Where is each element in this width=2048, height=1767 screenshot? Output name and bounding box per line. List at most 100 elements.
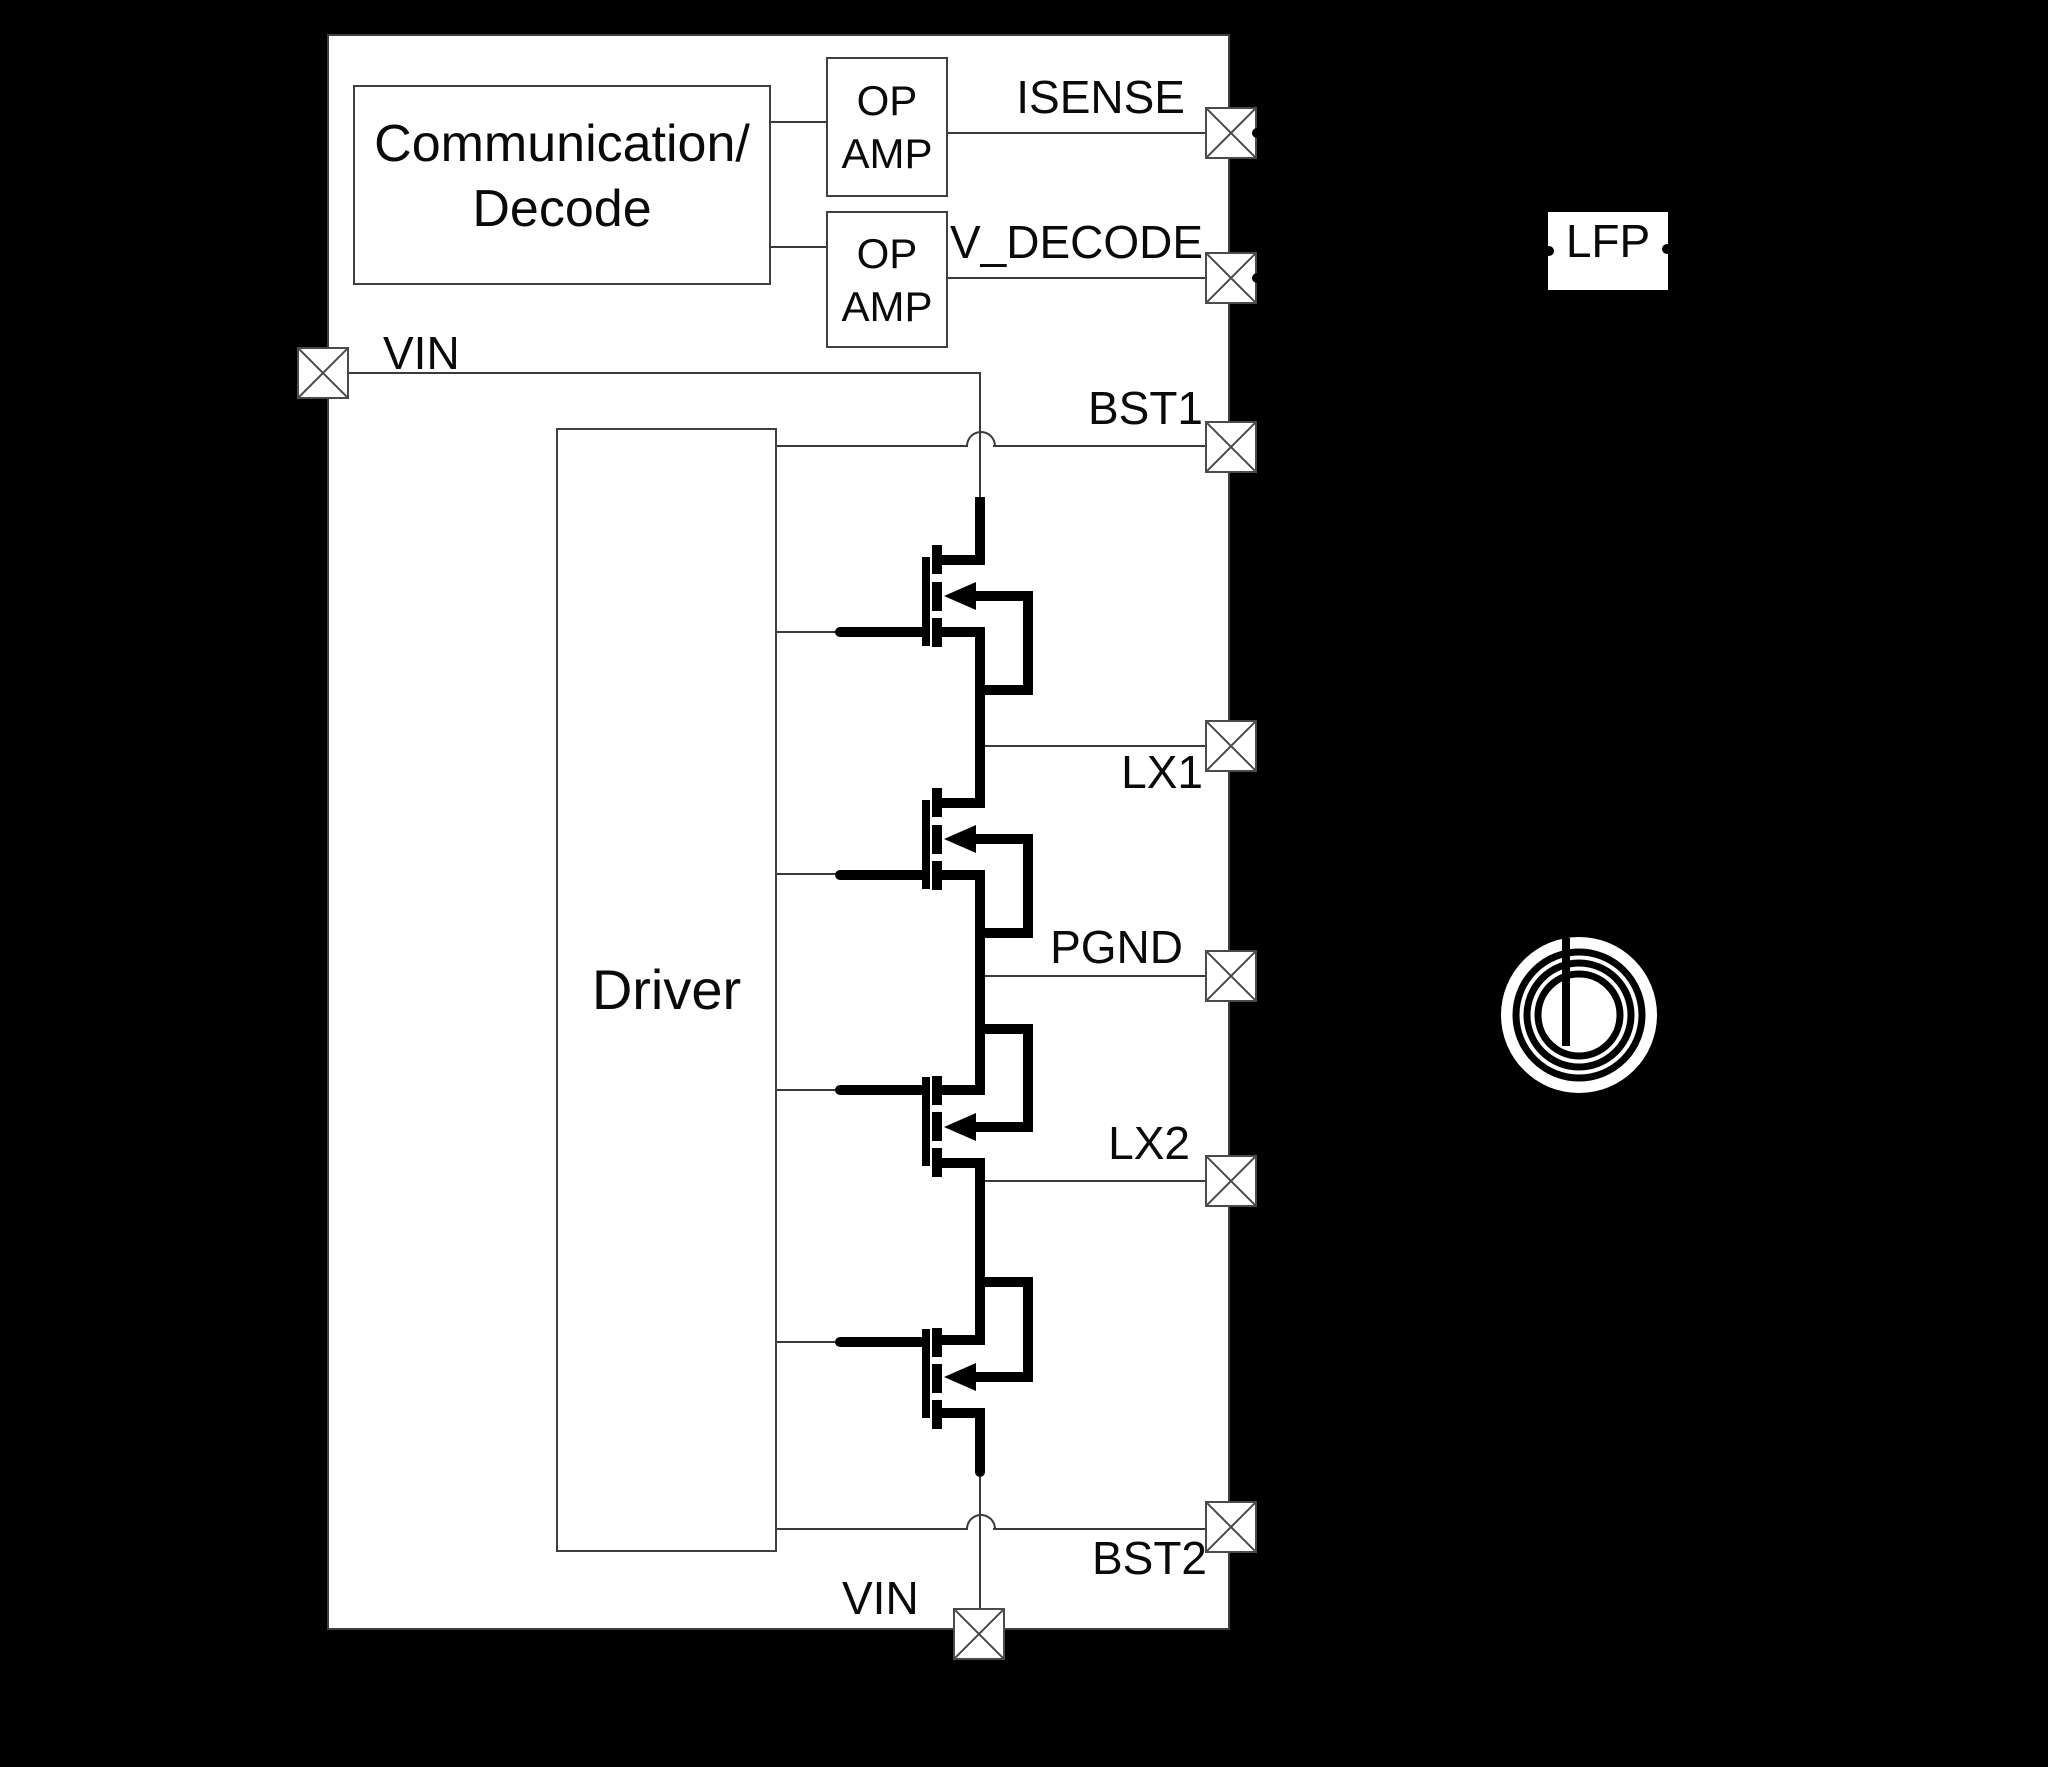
communication-decode-label-line1: Communication/ [374,115,750,173]
wire-vin-top-horizontal [348,372,981,374]
op-amp-bottom-label-line1: OP [856,229,918,277]
pin-pad-v-decode [1205,252,1257,304]
pin-label-isense: ISENSE [1016,71,1185,123]
mosfet2-body-loop-vertical [1023,834,1033,938]
lfp-block: LFP [1544,212,1672,290]
pin-pad-vin-bottom [953,1608,1005,1660]
mosfet2-channel-dash [932,825,942,854]
mosfet4-gate-lead [835,1337,930,1347]
mosfet4-source-stub [941,1335,985,1345]
mosfet4-gate-bar [922,1329,930,1418]
mosfet1-channel-dash [932,582,942,611]
pin-pad-isense [1205,107,1257,159]
mosfet2-channel-dash [932,861,942,890]
op-amp-bottom-block: OP AMP [826,211,948,348]
inductor-coil-icon [1501,937,1657,1093]
mosfet3-drain-stub [941,1158,985,1168]
mosfet2-gate-bar [922,800,930,889]
wire-pgnd [985,975,1205,977]
pin-pad-lx2 [1205,1155,1257,1207]
pin-label-vin-left: VIN [383,327,460,379]
mosfet2-body-loop-bottom [975,928,1033,938]
lfp-right-terminal-dot [1662,244,1672,254]
communication-decode-block: Communication/ Decode [353,85,771,285]
mosfet1-body-loop-bottom [975,685,1033,695]
pin-pad-bst2 [1205,1501,1257,1553]
mosfet1-drain-vertical [975,497,985,565]
pin-label-bst1: BST1 [1087,382,1203,434]
mosfet1-source-vertical [975,627,985,751]
pin-label-bst2: BST2 [1091,1532,1207,1584]
wire-bst2-right [993,1528,1205,1530]
wire-gate-mosfet4 [777,1341,837,1343]
mosfet4-channel-dash [932,1328,942,1357]
wire-bst2-left [777,1528,967,1530]
mosfet2-drain-vertical [975,740,985,808]
pin-pad-vin-left [297,347,349,399]
chip-outline [327,34,1230,1630]
communication-decode-label-line2: Decode [472,180,652,238]
mosfet2-drain-stub [941,798,985,808]
mosfet2-body-arrow-icon [944,825,976,853]
wire-vin-bottom-vertical [979,1477,981,1634]
lfp-left-terminal-dot [1544,246,1554,256]
mosfet2-source-stub [941,870,985,880]
mosfet3-source-stub [941,1085,985,1095]
mosfet3-body-loop-vertical [1023,1024,1033,1132]
mosfet1-gate-bar [922,557,930,646]
mosfet1-drain-stub [941,555,985,565]
op-amp-top-label-line1: OP [856,77,918,124]
mosfet2-gate-lead [835,870,930,880]
wire-bst1-right [993,445,1205,447]
wire-isense [948,132,1205,134]
wire-v-decode [948,277,1205,279]
mosfet4-body-stub [974,1372,1033,1382]
wire-gate-mosfet1 [777,631,837,633]
mosfet4-body-loop-top [975,1277,1033,1287]
mosfet4-channel-dash [932,1364,942,1393]
op-amp-top-label-line2: AMP [841,130,933,177]
mosfet1-body-loop-vertical [1023,591,1033,695]
mosfet2-body-stub [974,834,1033,844]
pin-label-pgnd: PGND [1050,921,1183,973]
wire-bst1-left [777,445,967,447]
wire-lx2 [985,1180,1205,1182]
pin-label-v-decode: V_DECODE [950,216,1204,268]
mosfet1-source-stub [941,627,985,637]
pin-pad-bst1 [1205,421,1257,473]
mosfet3-body-stub [974,1122,1033,1132]
mosfet1-channel-dash [932,545,942,574]
mosfet1-body-stub [974,591,1033,601]
mosfet4-body-arrow-icon [944,1363,976,1391]
mosfet2-source-vertical [975,870,985,981]
driver-label: Driver [591,958,742,1021]
pin-pad-pgnd [1205,950,1257,1002]
mosfet1-channel-dash [932,618,942,647]
wire-comm-to-opamp-bottom [771,246,826,248]
mosfet4-body-loop-vertical [1023,1277,1033,1382]
mosfet3-gate-bar [922,1077,930,1166]
mosfet4-drain-stub [941,1408,985,1418]
wire-comm-to-opamp-top [771,121,826,123]
pin-label-vin-bottom: VIN [842,1572,919,1624]
mosfet4-channel-dash [932,1400,942,1429]
wire-lx1 [985,745,1205,747]
mosfet1-gate-lead [835,627,930,637]
pin-label-lx2: LX2 [1108,1117,1190,1169]
pin-pad-lx1 [1205,720,1257,772]
isense-terminal-dot [1252,128,1262,138]
mosfet3-channel-dash [932,1076,942,1105]
op-amp-top-block: OP AMP [826,57,948,197]
wire-gate-mosfet2 [777,873,837,875]
mosfet3-channel-dash [932,1148,942,1177]
mosfet3-channel-dash [932,1112,942,1141]
wire-gate-mosfet3 [777,1089,837,1091]
v-decode-terminal-dot [1252,273,1262,283]
mosfet3-body-loop-top [975,1024,1033,1034]
mosfet4-drain-vertical [975,1408,985,1477]
mosfet3-body-arrow-icon [944,1113,976,1141]
mosfet3-gate-lead [835,1085,930,1095]
mosfet1-body-arrow-icon [944,582,976,610]
driver-block: Driver [556,428,777,1552]
